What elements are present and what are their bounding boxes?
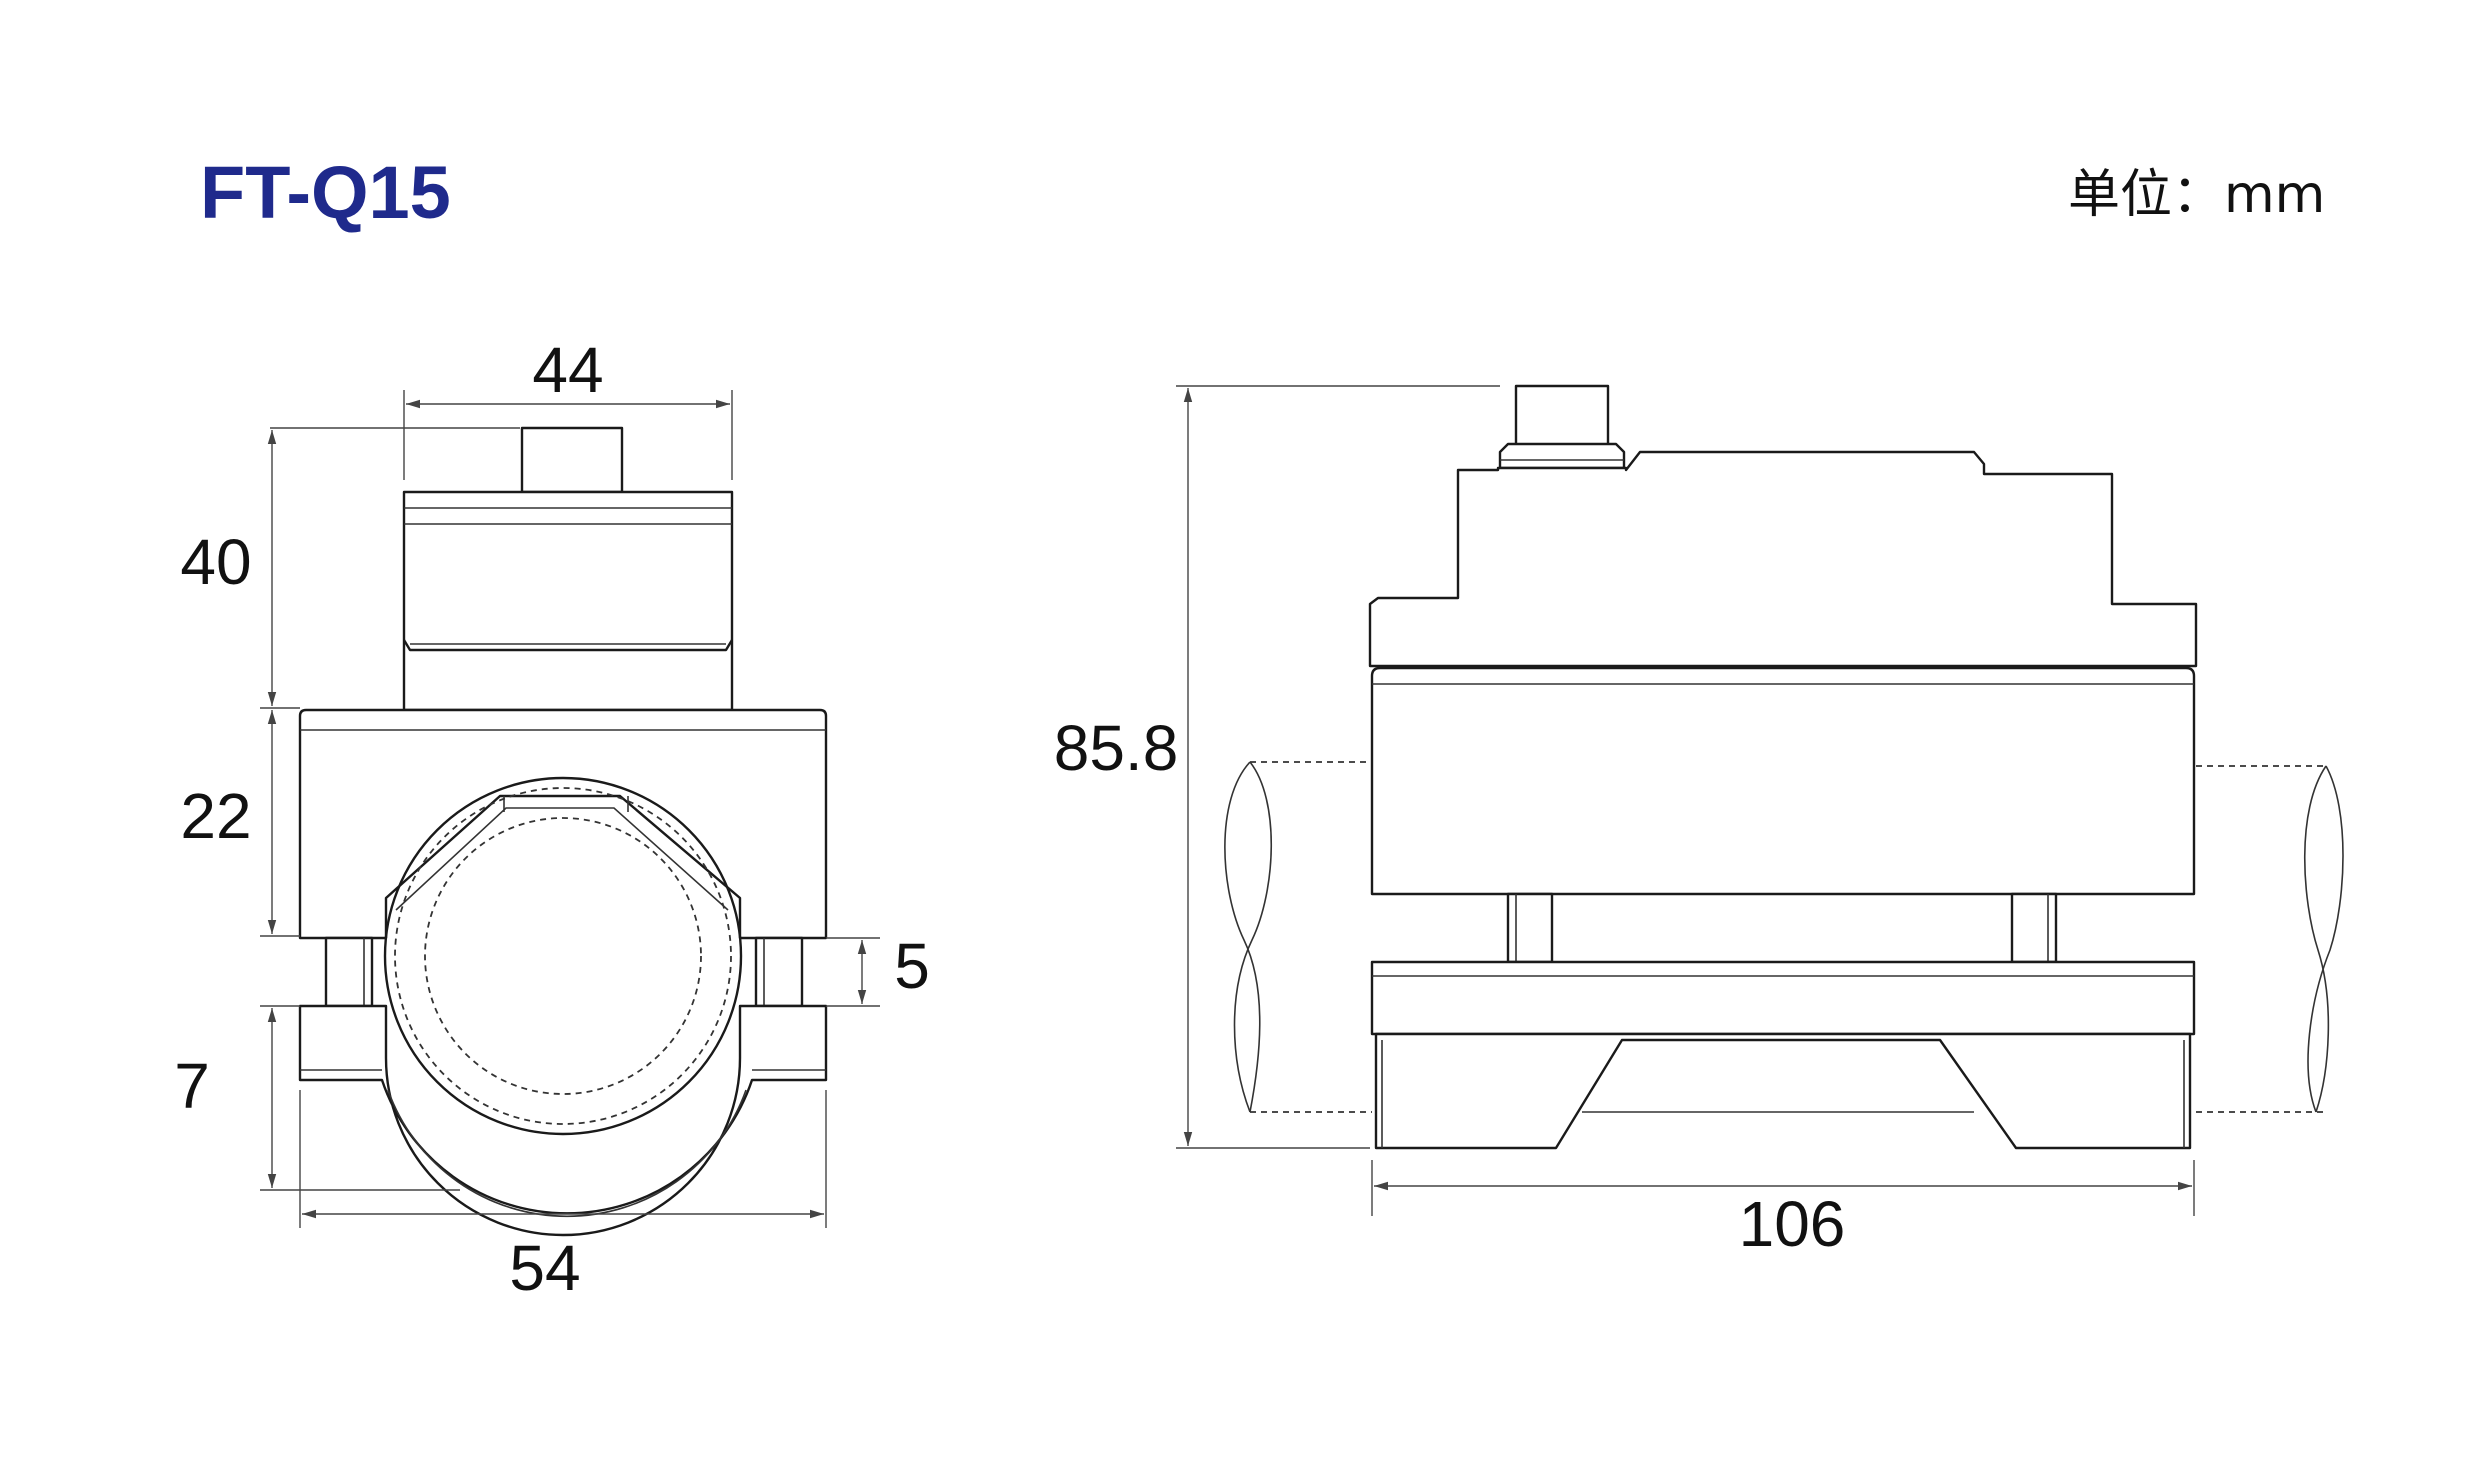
dim-width-top: 44 (532, 334, 603, 406)
dim-height-sensor: 40 (180, 526, 251, 598)
dim-height-clamp-lower: 7 (174, 1050, 210, 1122)
dim-total-length: 106 (1739, 1188, 1846, 1260)
dim-gap: 5 (894, 930, 930, 1002)
side-view: 85.8 106 (1054, 384, 2344, 1260)
dim-width-base: 54 (509, 1232, 580, 1304)
model-title: FT-Q15 (200, 151, 451, 234)
front-view: 44 40 22 7 5 54 (174, 334, 930, 1304)
unit-label: 单位：mm (2068, 165, 2325, 225)
dim-total-height: 85.8 (1054, 712, 1179, 784)
dim-height-clamp-upper: 22 (180, 780, 251, 852)
